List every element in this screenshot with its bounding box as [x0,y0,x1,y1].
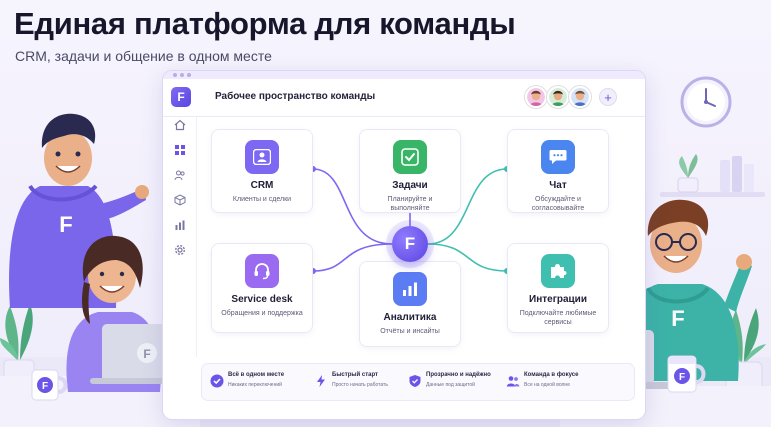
check-shield-icon [210,374,224,388]
card-service-desk[interactable]: Service desk Обращения и поддержка [211,243,313,333]
avatar[interactable] [525,86,547,108]
hoodie-logo-right: F [671,306,684,331]
checkbox-icon [393,140,427,174]
window-titlebar [163,71,645,79]
shelf-decor [660,154,765,197]
page-title: Единая платформа для команды [14,6,516,41]
card-description: Планируйте и выполняйте [387,196,433,213]
workspace-title: Рабочее пространство команды [215,91,376,102]
lightning-icon [317,375,325,387]
feature-item: Команда в фокусе Все на одной волне [506,370,604,398]
hoodie-logo-left: F [59,212,72,237]
card-description: Обсуждайте и согласовывайте [531,196,585,213]
card-crm[interactable]: CRM Клиенты и сделки [211,129,313,213]
headset-icon [245,254,279,288]
feature-title: Быстрый старт [332,372,378,378]
window-dot [180,73,184,77]
feature-item: Прозрачно и надёжно Данные под защитой [408,370,506,398]
card-description: Обращения и поддержка [221,310,303,317]
feature-item: Всё в одном месте Никаких переключений [210,370,308,398]
card-title: Задачи [392,180,428,191]
shield-icon [409,375,421,387]
avatar[interactable] [569,86,591,108]
card-title: Чат [549,180,567,191]
puzzle-icon [541,254,575,288]
avatar[interactable] [547,86,569,108]
sidebar [163,117,197,357]
card-title: Интеграции [529,294,587,305]
card-integrations[interactable]: Интеграции Подключайте любимые сервисы [507,243,609,333]
page-subtitle: CRM, задачи и общение в одном месте [15,48,272,64]
chart-icon[interactable] [174,219,186,231]
card-description: Клиенты и сделки [232,196,292,203]
feature-description: Все на одной волне [524,382,570,388]
mug-logo-left: F [42,381,48,392]
feature-title: Прозрачно и надёжно [426,372,491,378]
card-title: CRM [250,180,274,191]
feature-description: Просто начать работать [332,382,388,388]
hub-logo: F [392,226,428,262]
mug-logo-right: F [679,372,685,383]
card-description: Подключайте любимые сервисы [519,310,597,327]
feature-title: Всё в одном месте [228,372,285,378]
card-analytics[interactable]: Аналитика Отчёты и инсайты [359,261,461,347]
box-icon[interactable] [174,194,186,206]
chat-bubble-icon [541,140,575,174]
app-window: F Рабочее пространство команды + [162,70,646,420]
window-dot [173,73,177,77]
feature-title: Команда в фокусе [524,372,579,378]
team-icon [506,376,520,387]
feature-description: Никаких переключений [228,382,282,388]
card-tasks[interactable]: Задачи Планируйте и выполняйте [359,129,461,213]
wall-clock-icon [680,76,732,128]
mug-left-illustration: F [31,369,68,401]
users-icon[interactable] [174,169,186,181]
laptop-logo-left: F [143,347,150,361]
grid-icon[interactable] [174,144,186,156]
home-icon[interactable] [174,119,186,131]
app-logo[interactable]: F [171,87,191,107]
card-description: Отчёты и инсайты [380,328,440,335]
feature-description: Данные под защитой [426,382,475,388]
mug-right-illustration: F [667,355,706,393]
app-header: F Рабочее пространство команды + [163,79,645,117]
card-title: Аналитика [383,312,437,323]
settings-icon[interactable] [174,244,186,256]
contact-card-icon [245,140,279,174]
add-member-button[interactable]: + [599,88,617,106]
bar-chart-icon [393,272,427,306]
card-title: Service desk [231,294,293,305]
feature-item: Быстрый старт Просто начать работать [314,370,412,398]
features-strip: Всё в одном месте Никаких переключений Б… [201,363,635,401]
window-dot [187,73,191,77]
card-chat[interactable]: Чат Обсуждайте и согласовывайте [507,129,609,213]
